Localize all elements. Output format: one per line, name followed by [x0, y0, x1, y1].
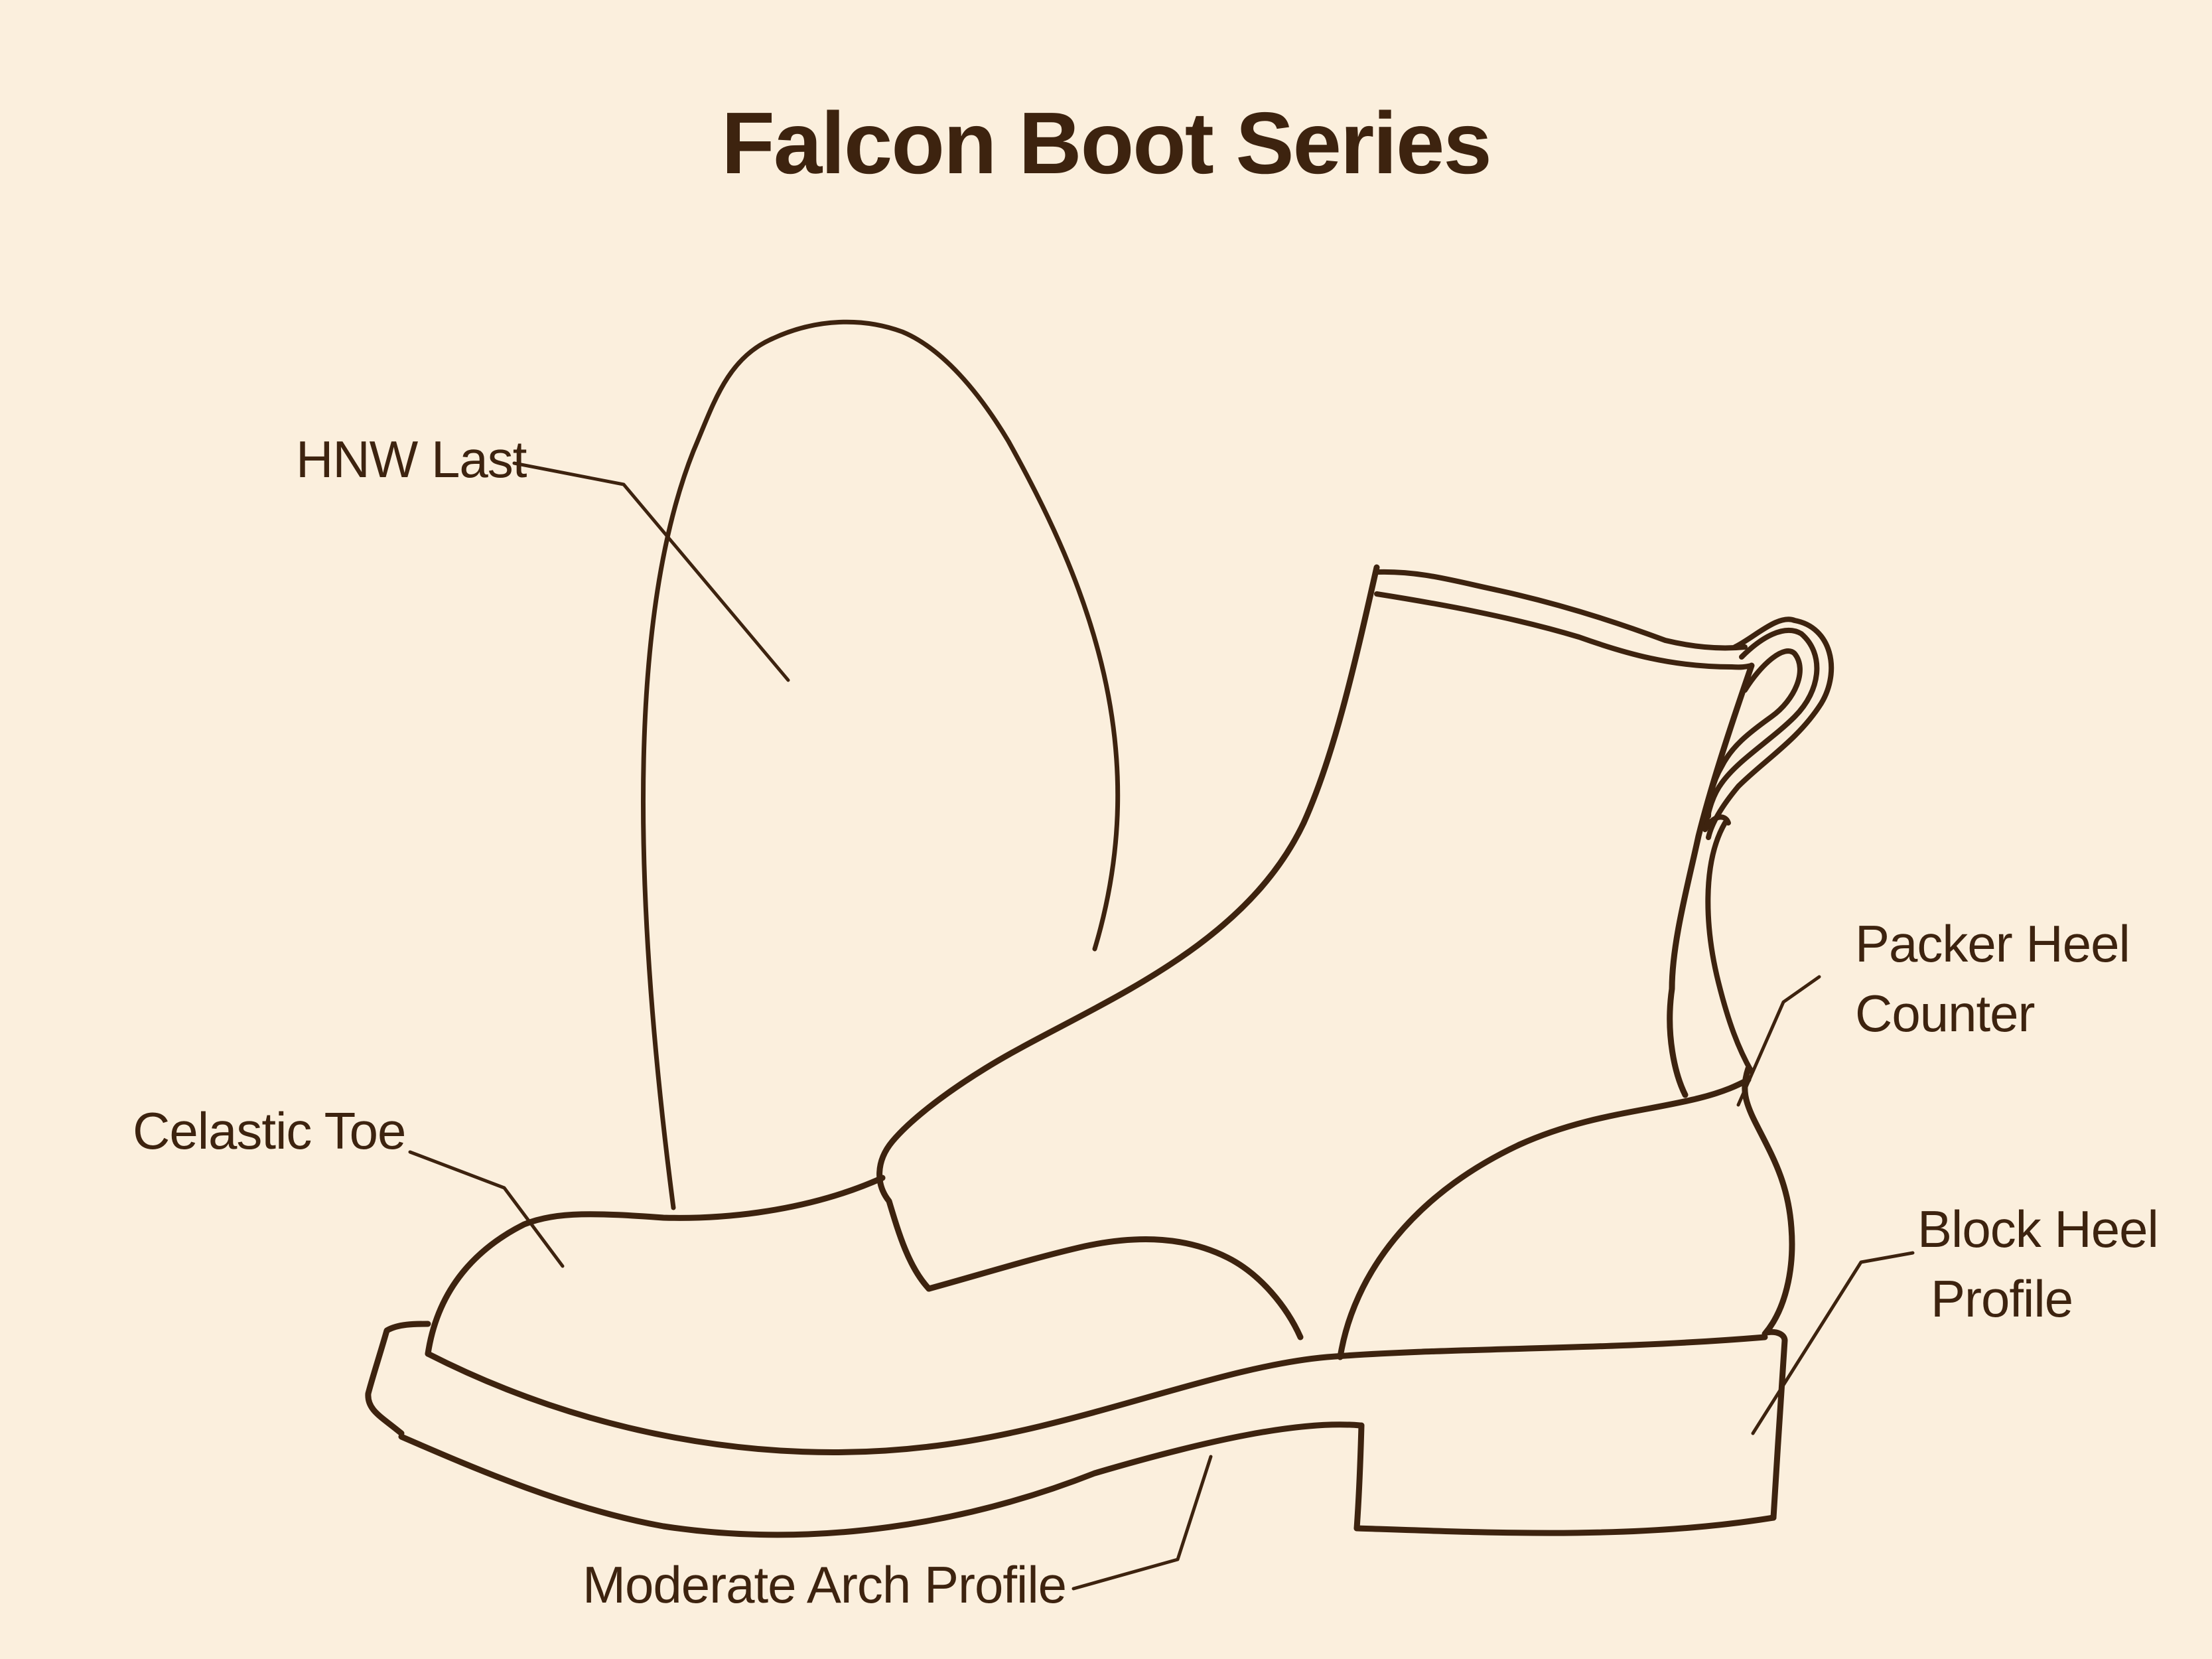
- leader-packer-heel: [1736, 975, 1821, 1107]
- leader-block-heel: [1751, 1251, 1915, 1435]
- label-block-line2: Profile: [1931, 1269, 2073, 1329]
- label-packer-line1: Packer Heel: [1855, 914, 2130, 973]
- label-arch-text: Moderate Arch Profile: [583, 1555, 1067, 1614]
- collar-top: [1374, 569, 1748, 651]
- back-seam-top: [1702, 814, 1731, 832]
- label-packer-line2: Counter: [1855, 984, 2035, 1043]
- collar-bottom: [1374, 591, 1754, 670]
- toe-cap: [425, 1175, 886, 1357]
- label-hnw-last-text: HNW Last: [296, 430, 527, 488]
- pull-loop-middle: [1702, 628, 1820, 829]
- label-celastic-toe: Celastic Toe: [133, 1096, 406, 1166]
- label-celastic-toe-text: Celastic Toe: [133, 1102, 406, 1160]
- vamp-line: [926, 1236, 1304, 1340]
- label-hnw-last: HNW Last: [296, 425, 527, 494]
- heel-block-back: [1763, 1329, 1788, 1521]
- outsole-toe: [365, 1321, 431, 1437]
- leader-hnw-last: [512, 461, 790, 682]
- outsole-bottom: [398, 1421, 1363, 1538]
- label-packer-heel-counter: Packer Heel Counter: [1855, 909, 2130, 1049]
- welt-line: [425, 1334, 1768, 1455]
- leader-celastic-toe: [408, 1150, 565, 1268]
- heel-block-front: [1353, 1422, 1365, 1532]
- shaft-front: [876, 564, 1380, 1292]
- counter-front: [1337, 1076, 1752, 1360]
- pull-loop-outer: [1706, 616, 1834, 840]
- diagram-title: Falcon Boot Series: [721, 94, 1492, 192]
- back-seam: [1705, 820, 1754, 1074]
- heel-block-bottom: [1353, 1514, 1777, 1536]
- pull-loop-inner: [1706, 648, 1803, 819]
- label-moderate-arch-profile: Moderate Arch Profile: [583, 1550, 1067, 1620]
- heel-counter: [1742, 1065, 1795, 1337]
- label-block-line1: Block Heel: [1917, 1200, 2159, 1258]
- last-outline: [640, 319, 1121, 1210]
- leader-arch: [1071, 1455, 1213, 1591]
- shaft-back: [1667, 662, 1755, 1098]
- label-block-heel-profile: Block Heel Profile: [1917, 1194, 2159, 1334]
